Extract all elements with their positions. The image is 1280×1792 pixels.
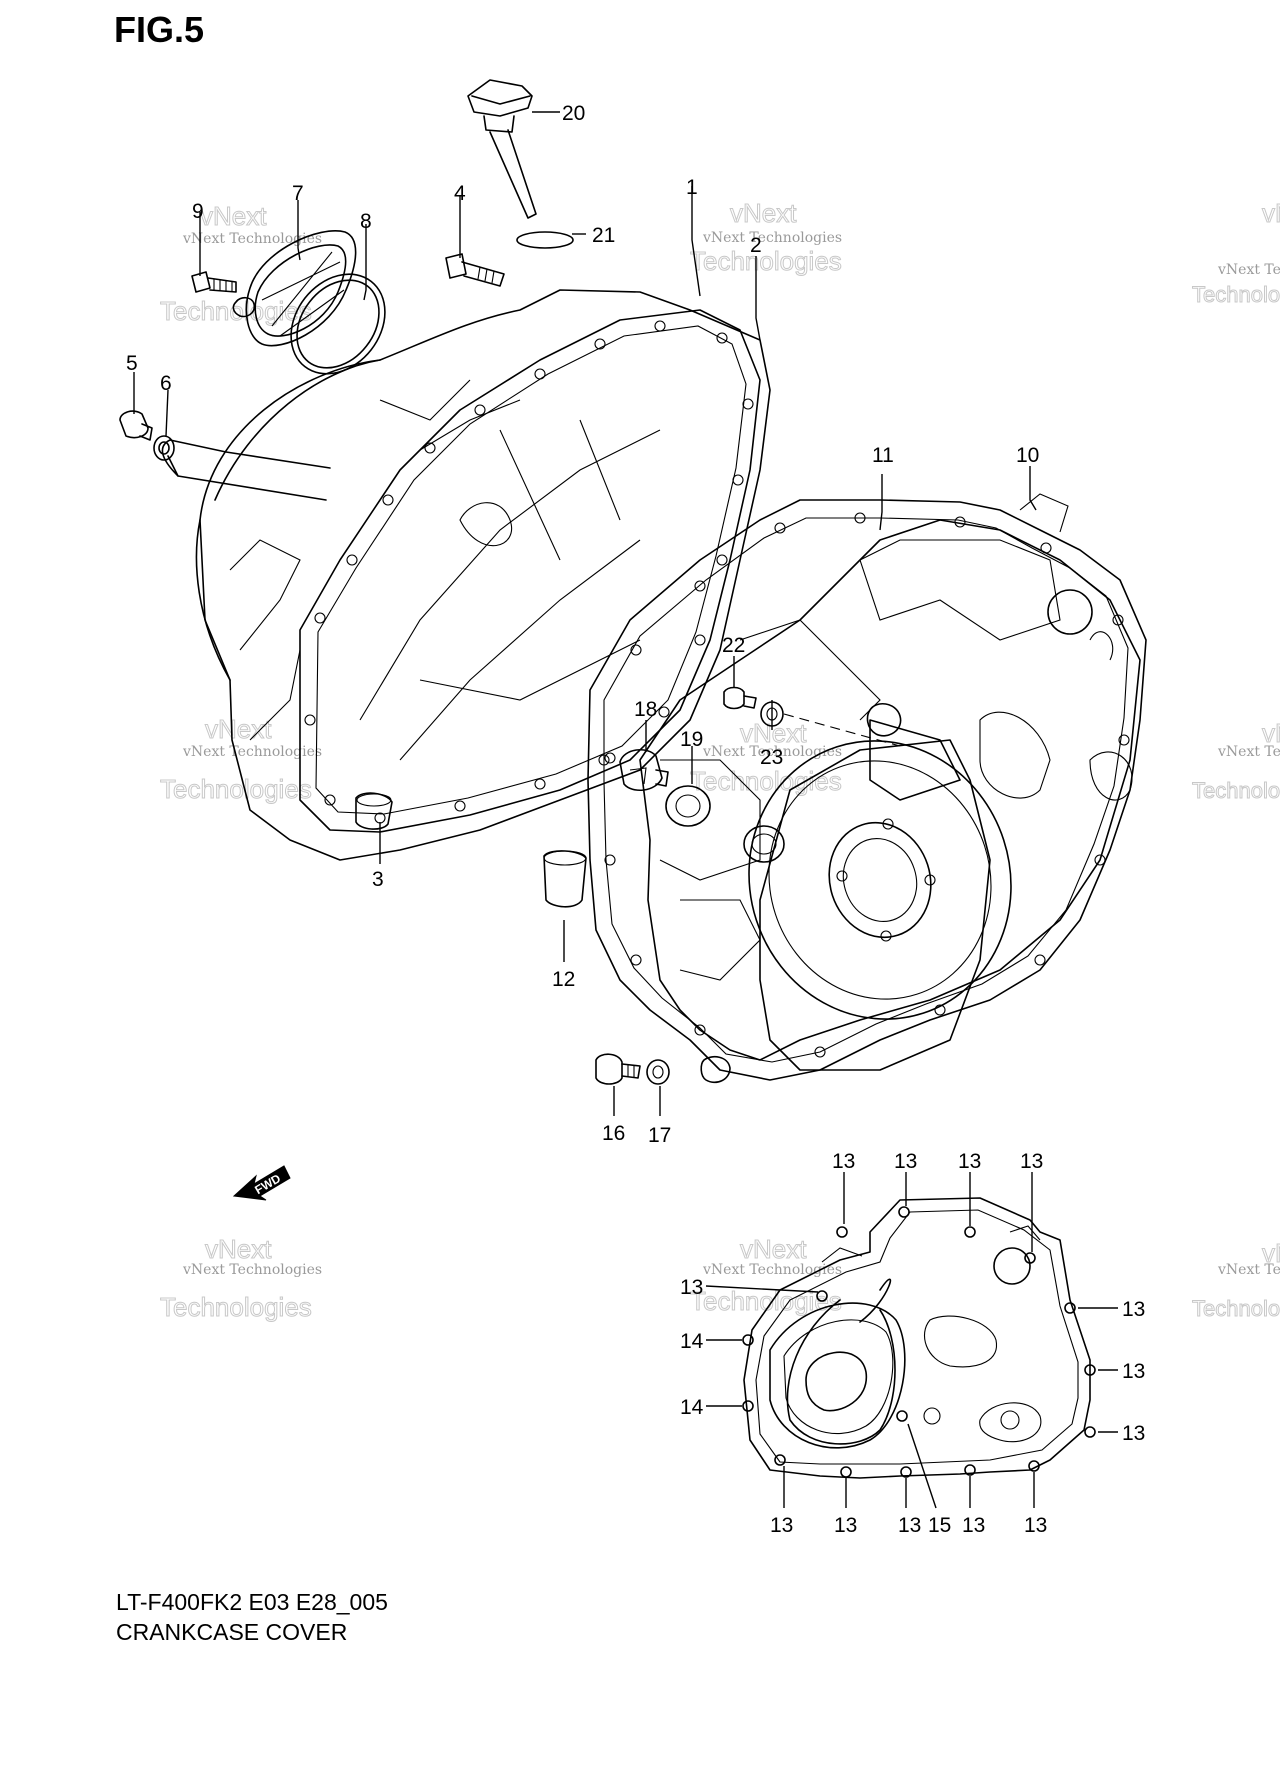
watermark-text-vnext: vNext	[1262, 1238, 1280, 1268]
oil-filler-cap-drawing	[467, 79, 574, 249]
callout-17: 17	[648, 1124, 671, 1147]
watermark-text-technologies: Technologies	[1192, 282, 1280, 307]
watermark-bottom-right: vNext vNext Technologies Technologies	[1192, 1238, 1280, 1322]
callout-5: 5	[126, 352, 138, 375]
callout-22: 22	[722, 634, 745, 657]
callout-13: 13	[1122, 1422, 1145, 1445]
callout-13: 13	[958, 1150, 981, 1173]
callout-13: 13	[962, 1514, 985, 1537]
callout-14: 14	[680, 1330, 704, 1353]
watermark-text-technologies: Technologies	[160, 296, 312, 326]
callout-15: 15	[928, 1514, 951, 1537]
callout-4: 4	[454, 182, 466, 205]
watermark-top-left: vNext vNext Technologies Technologies	[160, 201, 323, 327]
callout-12: 12	[552, 968, 575, 991]
callout-23: 23	[760, 746, 783, 769]
watermark-text-full: vNext Technologies	[182, 231, 322, 247]
watermark-text-full: vNext Technologies	[182, 744, 322, 760]
diagram-title: CRANKCASE COVER	[116, 1619, 347, 1645]
watermark-text-technologies: Technologies	[690, 766, 842, 796]
callout-13: 13	[1024, 1514, 1047, 1537]
callout-13: 13	[680, 1276, 703, 1299]
watermark-text-vnext: vNext	[205, 1234, 272, 1264]
callout-6: 6	[160, 372, 172, 395]
callout-7: 7	[292, 182, 304, 205]
callout-13: 13	[894, 1150, 917, 1173]
figure-label: FIG.5	[114, 9, 204, 50]
watermark-text-technologies: Technologies	[160, 774, 312, 804]
callout-8: 8	[360, 210, 372, 233]
model-code: LT-F400FK2 E03 E28_005	[116, 1589, 388, 1615]
callout-3: 3	[372, 868, 384, 891]
callout-13: 13	[898, 1514, 921, 1537]
watermark-text-vnext: vNext	[200, 201, 267, 231]
watermark-text-vnext: vNext	[740, 1234, 807, 1264]
watermark-top-center: vNext vNext Technologies Technologies	[690, 198, 843, 277]
callout-13: 13	[1122, 1298, 1145, 1321]
bolt-map-cover-drawing	[742, 1197, 1096, 1479]
callout-21: 21	[592, 224, 615, 247]
watermark-text-technologies: Technologies	[690, 246, 842, 276]
watermark-text-full: vNext Technologies	[1217, 262, 1280, 278]
watermark-text-technologies: Technologies	[160, 1292, 312, 1322]
plug-and-washer-drawing	[119, 410, 175, 461]
callout-9: 9	[192, 200, 204, 223]
callout-13: 13	[1020, 1150, 1043, 1173]
callout-18: 18	[634, 698, 657, 721]
watermark-bottom-center: vNext vNext Technologies Technologies	[690, 1234, 843, 1317]
watermark-text-technologies: Technologies	[1192, 778, 1280, 803]
fwd-arrow-icon: FWD	[232, 1165, 291, 1201]
callout-16: 16	[602, 1122, 625, 1145]
watermark-text-vnext: vNext	[740, 718, 807, 748]
callout-13: 13	[832, 1150, 855, 1173]
callout-1: 1	[686, 176, 698, 199]
callout-13: 13	[1122, 1360, 1145, 1383]
watermark-text-full: vNext Technologies	[702, 230, 842, 246]
watermark-text-vnext: vNext	[730, 198, 797, 228]
watermark-text-full: vNext Technologies	[1217, 1262, 1280, 1278]
watermark-text-full: vNext Technologies	[1217, 744, 1280, 760]
watermark-text-vnext: vNext	[1262, 198, 1280, 228]
callout-2: 2	[750, 234, 762, 257]
crankcase-cover-right-drawing	[543, 493, 1147, 1085]
callout-10: 10	[1016, 444, 1039, 467]
watermark-bottom-left: vNext vNext Technologies Technologies	[160, 1234, 323, 1323]
crankcase-cover-left-drawing	[161, 289, 771, 861]
callout-14: 14	[680, 1396, 704, 1419]
callout-13: 13	[770, 1514, 793, 1537]
watermark-mid-right: vNext vNext Technologies Technologies	[1192, 718, 1280, 804]
watermark-text-full: vNext Technologies	[702, 744, 842, 760]
callout-11: 11	[872, 444, 894, 467]
watermark-mid-center: vNext vNext Technologies Technologies	[690, 718, 843, 797]
oil-filter-cap-drawing	[191, 230, 386, 375]
watermark-text-vnext: vNext	[205, 714, 272, 744]
watermark-mid-left: vNext vNext Technologies Technologies	[160, 714, 323, 805]
watermark-text-technologies: Technologies	[1192, 1296, 1280, 1321]
callout-19: 19	[680, 728, 703, 751]
callout-20: 20	[562, 102, 585, 125]
leader-lines	[133, 111, 1118, 1509]
watermark-text-full: vNext Technologies	[182, 1262, 322, 1278]
callout-13: 13	[834, 1514, 857, 1537]
watermark-text-full: vNext Technologies	[702, 1262, 842, 1278]
callouts: 20 21 1 2 4 7 8 9 5 6 3 11 10 22 18 19 2…	[126, 102, 1145, 1537]
watermark-top-right: vNext vNext Technologies Technologies	[1192, 198, 1280, 308]
bolt-4-drawing	[445, 253, 505, 287]
watermark-text-vnext: vNext	[1262, 718, 1280, 748]
